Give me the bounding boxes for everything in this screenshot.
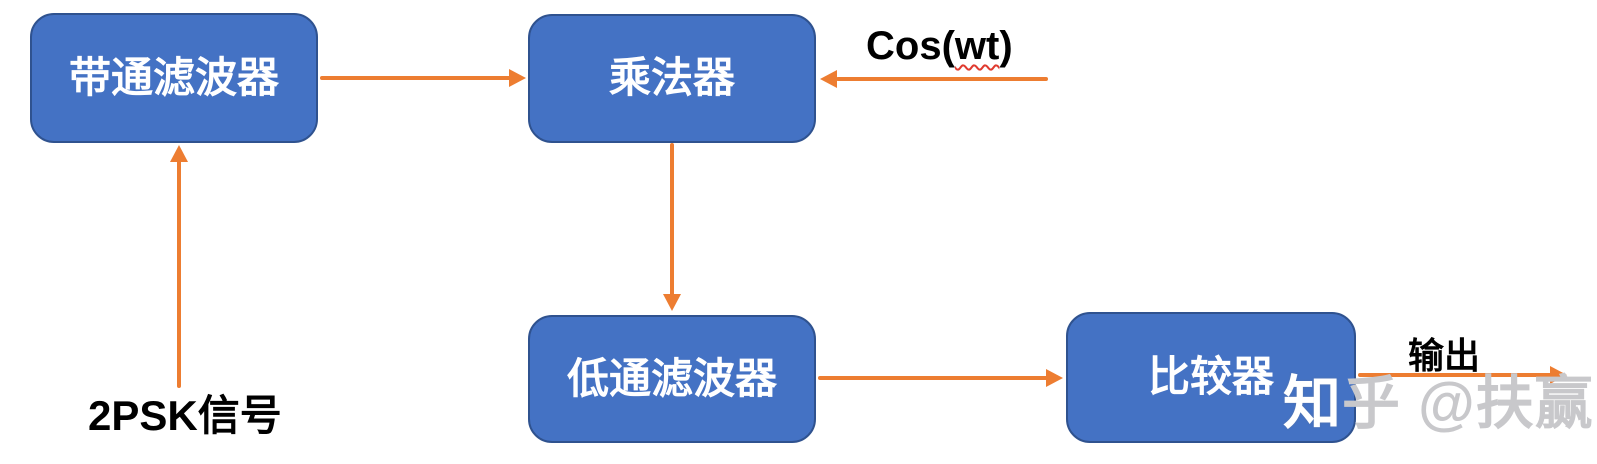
arrowhead-right-icon [1046,369,1063,387]
arrow-shaft [1358,373,1552,377]
node-comparator-label: 比较器 [1147,353,1274,400]
arrowhead-left-icon [820,70,837,88]
node-comparator: 比较器 [1066,312,1356,443]
node-lowpass-filter-label: 低通滤波器 [566,354,777,402]
arrowhead-down-icon [663,294,681,311]
arrow-shaft [818,376,1048,380]
arrow-shaft [670,143,674,296]
arrowhead-up-icon [170,145,188,162]
carrier-label-wavy-part: wt [954,24,1000,68]
arrow-shaft [320,76,512,80]
carrier-label-prefix: Cos( [866,24,955,68]
node-bandpass-filter: 带通滤波器 [30,13,318,143]
input-signal-label: 2PSK信号 [88,392,282,439]
zhihu-watermark: 知乎 @扶赢 [1283,356,1594,440]
output-label: 输出 [1408,335,1481,376]
zhihu-watermark-logo-char: 知 [1283,371,1343,436]
node-multiplier: 乘法器 [528,14,816,143]
arrow-shaft [177,160,181,388]
carrier-label-suffix: ) [999,24,1013,68]
node-multiplier-label: 乘法器 [608,54,735,101]
arrowhead-right-icon [509,69,526,87]
node-bandpass-filter-label: 带通滤波器 [68,53,279,101]
node-lowpass-filter: 低通滤波器 [528,315,816,443]
arrowhead-right-icon [1550,366,1567,384]
arrow-shaft [836,77,1048,81]
carrier-label: Cos(wt) [866,24,1013,69]
zhihu-watermark-username: 乎 @扶赢 [1342,371,1594,436]
